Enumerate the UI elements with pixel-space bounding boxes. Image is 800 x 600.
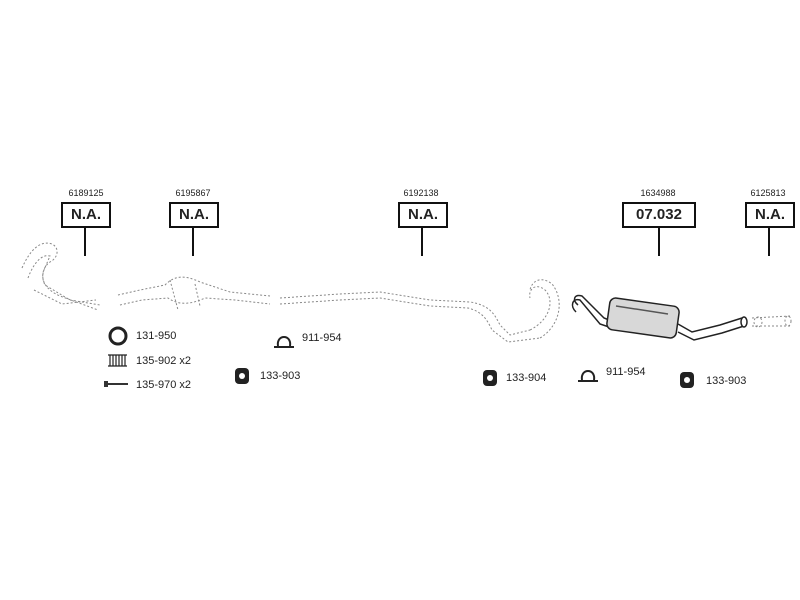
part-number: 6189125 — [68, 188, 104, 198]
catalyst-outline — [117, 276, 271, 311]
accessory-label: 133-904 — [506, 372, 547, 384]
callout-leader — [658, 228, 660, 256]
accessory-label: 911-954 — [302, 332, 342, 344]
code-box: N.A. — [745, 202, 795, 228]
part-number: 6192138 — [403, 188, 439, 198]
code-box: 07.032 — [622, 202, 696, 228]
callout-leader — [192, 228, 194, 256]
code-box: N.A. — [61, 202, 111, 228]
accessory-label: 131-950 — [136, 330, 177, 342]
callout-leader — [768, 228, 770, 256]
callout-leader — [84, 228, 86, 256]
front-pipe-outline — [21, 242, 101, 311]
part-number: 1634988 — [640, 188, 676, 198]
middle-pipe-outline — [279, 279, 560, 343]
code-box: N.A. — [169, 202, 219, 228]
callout-leader — [421, 228, 423, 256]
rear-muffler-drawing — [571, 294, 748, 341]
part-number: 6125813 — [750, 188, 786, 198]
tail-pipe-outline — [751, 315, 792, 328]
accessory-label: 911-954 — [606, 366, 646, 378]
accessory-label: 135-970 x2 — [136, 379, 192, 391]
accessory-label: 133-903 — [706, 375, 747, 387]
accessory-label: 133-903 — [260, 370, 301, 382]
part-number: 6195867 — [175, 188, 211, 198]
code-box: N.A. — [398, 202, 448, 228]
accessory-label: 135-902 x2 — [136, 355, 192, 367]
